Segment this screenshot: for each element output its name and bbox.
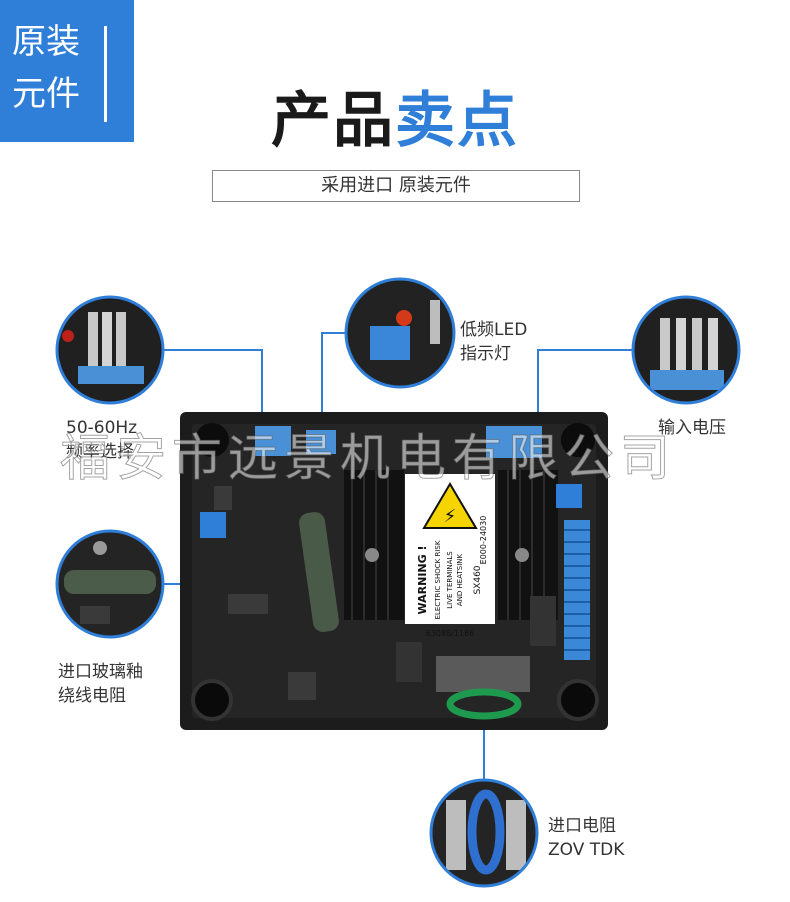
callout-led-line2: 指示灯 (460, 344, 511, 364)
terminal-input (486, 426, 542, 458)
leader-led (321, 332, 346, 432)
title-part1: 产品 (271, 86, 395, 156)
callout-led-line1: 低频LED (460, 320, 528, 340)
callout-freq: 50-60Hz 频率选择 (66, 416, 137, 464)
mount-hole (195, 423, 229, 457)
callout-resistor-line1: 进口玻璃釉 (58, 662, 143, 682)
zoom-zov (429, 778, 539, 888)
corner-badge-line1: 原装 (12, 22, 80, 62)
callout-resistor: 进口玻璃釉 绕线电阻 (58, 660, 143, 708)
mount-hole (191, 679, 233, 721)
zoom-led (344, 277, 456, 389)
callout-input-line1: 输入电压 (658, 418, 726, 438)
callout-zov-line1: 进口电阻 (548, 816, 616, 836)
leader-freq (163, 349, 263, 432)
corner-badge-text: 原装 元件 (12, 16, 80, 120)
callout-resistor-line2: 绕线电阻 (58, 686, 126, 706)
svg-text:⚡: ⚡ (444, 506, 457, 527)
warning-line1: ELECTRIC SHOCK RISK (434, 540, 442, 619)
callout-freq-line1: 50-60Hz (66, 418, 138, 438)
capacitor-block (436, 656, 530, 692)
code-text: E000-24030 (479, 516, 488, 565)
zoom-freq (55, 295, 165, 405)
zoom-input (631, 295, 741, 405)
potentiometer (556, 484, 582, 508)
potentiometer (200, 512, 226, 538)
warning-triangle-icon (422, 482, 478, 529)
watermark: 福安市远景机电有限公司 (60, 429, 676, 488)
terminal-led (306, 430, 336, 454)
callout-led: 低频LED 指示灯 (460, 318, 527, 366)
callout-zov: 进口电阻 ZOV TDK (548, 814, 624, 862)
mount-hole (561, 423, 595, 457)
serial-text: 63088/1186 (426, 629, 475, 638)
title-part2: 卖点 (395, 86, 519, 156)
mount-hole (557, 679, 599, 721)
callout-freq-line2: 频率选择 (66, 442, 134, 462)
callout-zov-line2: ZOV TDK (548, 840, 625, 860)
callout-input: 输入电压 (658, 416, 726, 440)
screw (365, 548, 379, 562)
corner-badge-line2: 元件 (12, 74, 80, 114)
warning-line3: AND HEATSINK (456, 554, 464, 607)
warning-text: WARNING ! (416, 545, 429, 614)
warning-line2: LIVE TERMINALS (446, 551, 454, 609)
zoom-resistor (55, 529, 165, 639)
subtitle-box: 采用进口 原装元件 (212, 170, 580, 202)
page-title: 产品卖点 (0, 72, 790, 159)
varistor-ring (446, 688, 522, 720)
wire-resistor (299, 512, 339, 632)
corner-badge-divider (104, 26, 107, 122)
leader-input (537, 349, 633, 432)
heatsink-left (344, 470, 404, 620)
terminal-freq (255, 426, 291, 456)
corner-badge: 原装 元件 (0, 0, 134, 142)
model-text: SX460 (473, 565, 483, 594)
screw (515, 548, 529, 562)
avr-board: ⚡ WARNING ! ELECTRIC SHOCK RISK LIVE TER… (180, 412, 608, 730)
